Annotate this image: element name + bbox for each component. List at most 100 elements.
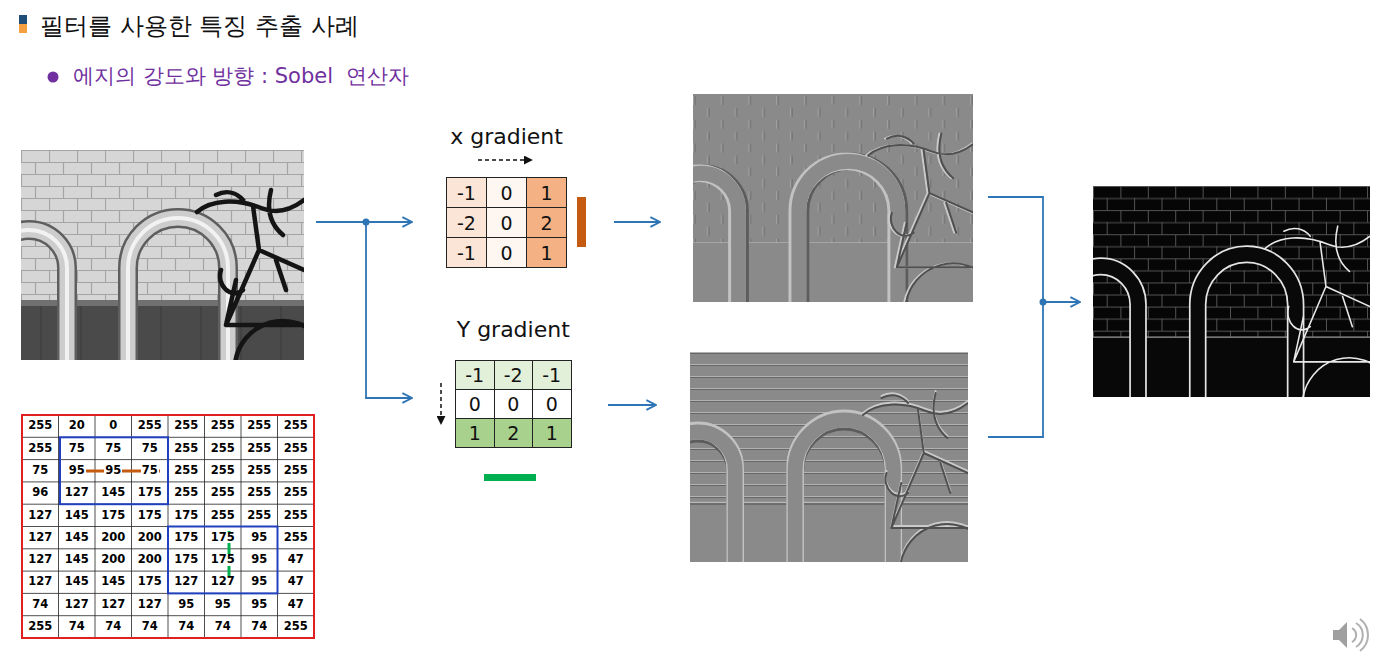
kernel-cell: 1 (533, 419, 572, 448)
pixel-cell: 95 (241, 549, 278, 571)
input-photo (21, 218, 228, 360)
pixel-value: 175 (173, 532, 199, 544)
pixel-cell: 145 (59, 571, 96, 593)
pixel-value: 255 (283, 532, 309, 544)
pixel-grid (60, 437, 168, 504)
pixel-cell: 127 (22, 504, 59, 526)
kernel-cell: 1 (527, 178, 567, 208)
pixel-value: 20 (68, 420, 86, 432)
pixel-value: 200 (137, 554, 163, 566)
kernel-cell: 0 (533, 390, 572, 419)
pixel-cell: 127 (22, 527, 59, 549)
kernel-cell: 0 (487, 208, 527, 238)
pixel-cell: 255 (168, 415, 205, 437)
edge-magnitude-image (1093, 254, 1296, 397)
pixel-cell: 175 (132, 571, 169, 593)
pixel-cell: 255 (205, 504, 242, 526)
direction-arrows (478, 159, 532, 161)
pixel-value: 95 (250, 532, 268, 544)
pixel-value: 75 (31, 465, 49, 477)
pixel-cell: 255 (278, 437, 315, 459)
pixel-grid (22, 415, 314, 638)
pixel-cell: 74 (168, 616, 205, 638)
kernel-cell: -1 (447, 238, 487, 268)
pixel-cell: 145 (59, 549, 96, 571)
pixel-cell: 75 (59, 437, 96, 459)
pixel-cell: 47 (278, 593, 315, 615)
pixel-cell: 255 (241, 415, 278, 437)
edge-magnitude-image (1093, 186, 1370, 397)
kernel-cell: 0 (487, 178, 527, 208)
pixel-value: 255 (246, 443, 272, 455)
pixel-value: 145 (64, 576, 90, 588)
kernel-cell: 0 (487, 238, 527, 268)
kernel-matrix: x gradient-101-202-101 (446, 177, 567, 268)
flow-arrows (608, 404, 656, 406)
pixel-cell: 95 (168, 593, 205, 615)
pixel-grid (22, 415, 314, 638)
pixel-cell: 175 (168, 549, 205, 571)
pixel-cell: 200 (132, 527, 169, 549)
pixel-value: 127 (27, 554, 53, 566)
pixel-value: 127 (100, 599, 126, 611)
pixel-cell: 127 (59, 482, 96, 504)
title-bullet (19, 15, 27, 33)
pixel-cell: 74 (22, 593, 59, 615)
flow-arrows (366, 222, 412, 398)
pixel-cell: 75 (132, 460, 169, 482)
pixel-cell: 145 (95, 482, 132, 504)
pixel-value: 47 (287, 576, 305, 588)
pixel-value: 95 (177, 599, 195, 611)
pixel-value: 255 (210, 443, 236, 455)
y-gradient-image (690, 420, 893, 562)
pixel-cell: 255 (168, 437, 205, 459)
pixel-value: 175 (137, 510, 163, 522)
pixel-cell: 255 (278, 504, 315, 526)
pixel-value: 255 (283, 510, 309, 522)
pixel-cell: 96 (22, 482, 59, 504)
pixel-cell: 175 (168, 504, 205, 526)
pixel-value: 255 (27, 420, 53, 432)
input-photo (197, 190, 304, 360)
pixel-cell: 255 (168, 460, 205, 482)
pixel-value: 255 (210, 465, 236, 477)
kernel-cell: -1 (533, 361, 572, 390)
pixel-cell: 175 (132, 482, 169, 504)
pixel-cell: 127 (59, 593, 96, 615)
kernel-title: x gradient (450, 123, 563, 151)
pixel-value: 127 (27, 576, 53, 588)
kernel-cell: 2 (495, 419, 534, 448)
pixel-cell: 145 (59, 527, 96, 549)
pixel-cell: 255 (22, 415, 59, 437)
pixel-value: 127 (64, 599, 90, 611)
pixel-value: 175 (137, 487, 163, 499)
pixel-value: 95 (68, 465, 86, 477)
kernel-cell: 2 (527, 208, 567, 238)
kernel-cell: 1 (456, 419, 495, 448)
kernel-cell: -1 (456, 361, 495, 390)
y-gradient-image (863, 393, 968, 562)
pixel-cell: 255 (278, 482, 315, 504)
pixel-cell: 145 (95, 571, 132, 593)
kernel-cell: -2 (447, 208, 487, 238)
pixel-cell: 200 (132, 549, 169, 571)
speaker-icon (1333, 619, 1368, 651)
pixel-value: 74 (68, 621, 86, 633)
pixel-value: 75 (104, 443, 122, 455)
pixel-cell: 175 (168, 527, 205, 549)
pixel-value: 255 (210, 510, 236, 522)
pixel-cell: 255 (278, 460, 315, 482)
pixel-cell: 255 (241, 460, 278, 482)
speaker-icon (1352, 619, 1368, 651)
pixel-cell: 75 (132, 437, 169, 459)
pixel-value: 255 (283, 443, 309, 455)
subtitle: 에지의 강도와 방향 : Sobel 연산자 (73, 62, 409, 90)
flow-arrows (316, 197, 1080, 437)
pixel-cell: 95 (205, 593, 242, 615)
pixel-value: 175 (137, 576, 163, 588)
kernel-matrix: Y gradient-1-2-1000121 (455, 360, 572, 448)
pixel-cell: 175 (132, 504, 169, 526)
pixel-value: 74 (141, 621, 159, 633)
pixel-value: 175 (173, 554, 199, 566)
